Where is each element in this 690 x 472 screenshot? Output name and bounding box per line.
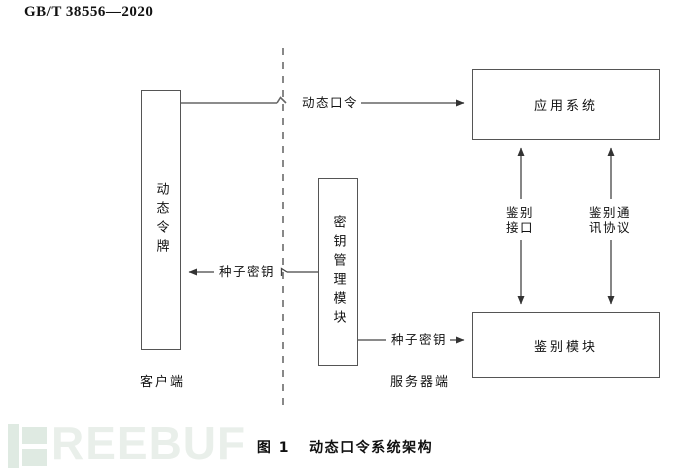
edge-label-seed-key-client: 种子密钥: [216, 264, 279, 279]
edge-seed-client-line-jump: [280, 267, 288, 276]
edge-label-seed-key-server: 种子密钥: [388, 332, 451, 347]
edge-label-auth-protocol-line2: 讯协议: [589, 220, 632, 235]
edge-otp-line-jump: [276, 96, 287, 104]
node-key-management-module-label: 密钥管理模块: [330, 215, 346, 329]
node-application-system-label: 应用系统: [533, 99, 598, 114]
node-dynamic-token-label: 动态令牌: [153, 182, 169, 258]
edge-label-auth-protocol: 鉴别通 讯协议: [586, 205, 635, 235]
zone-label-client: 客户端: [140, 375, 186, 390]
edge-label-auth-interface-line1: 鉴别: [506, 205, 535, 220]
edge-label-dynamic-password: 动态口令: [299, 95, 362, 110]
node-application-system[interactable]: 应用系统: [472, 69, 660, 140]
standard-number-header: GB/T 38556—2020: [24, 4, 154, 20]
node-authentication-module-label: 鉴别模块: [533, 339, 598, 355]
edge-label-auth-interface-line2: 接口: [506, 220, 535, 235]
node-authentication-module[interactable]: 鉴别模块: [472, 312, 660, 378]
node-dynamic-token[interactable]: 动态令牌: [141, 90, 181, 350]
zone-label-server: 服务器端: [390, 375, 451, 390]
node-key-management-module[interactable]: 密钥管理模块: [318, 178, 358, 366]
edge-label-auth-protocol-line1: 鉴别通: [589, 205, 632, 220]
figure-caption: 图 1 动态口令系统架构: [256, 440, 434, 456]
edge-label-auth-interface: 鉴别 接口: [503, 205, 538, 235]
